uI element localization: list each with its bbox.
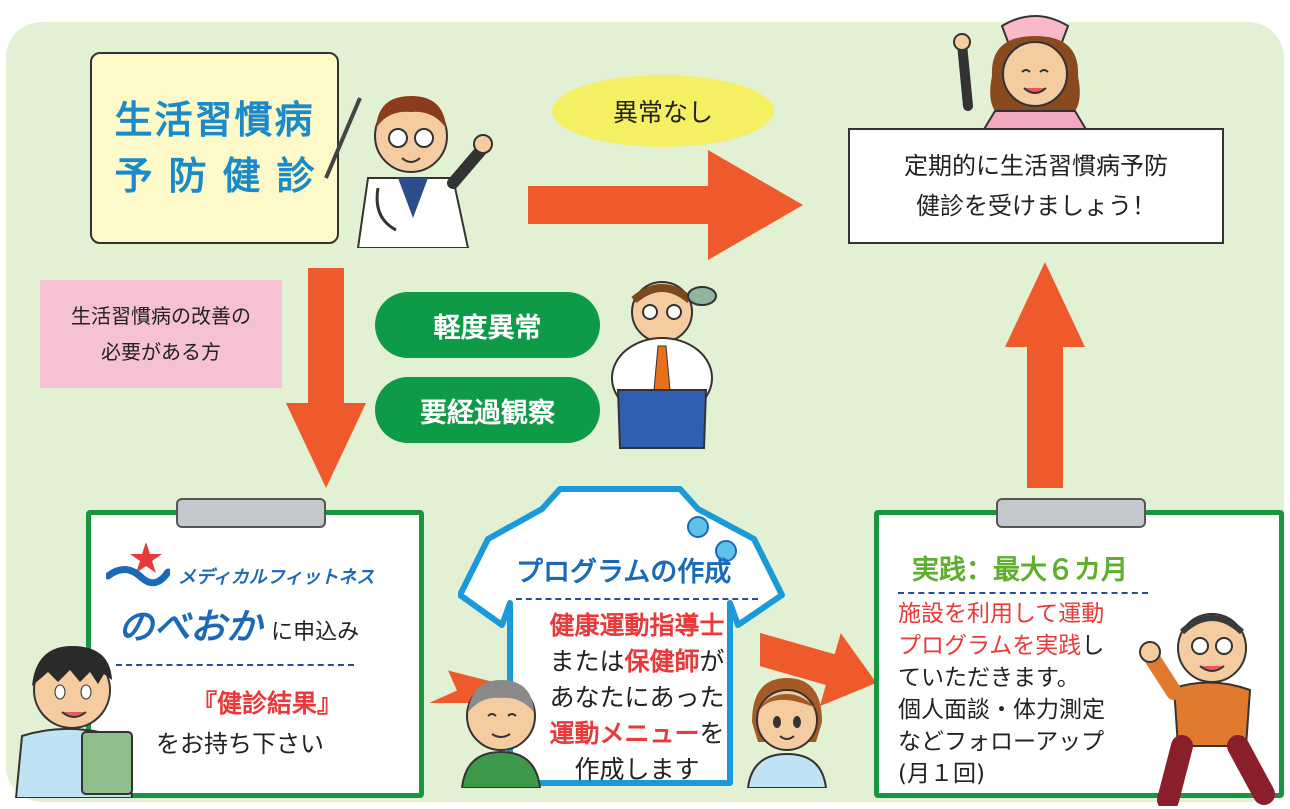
overweight-man-illustration xyxy=(611,281,717,449)
program-trainer: 健康運動指導士 xyxy=(549,611,725,640)
goal-line-1: 定期的に生活習慣病予防 xyxy=(904,152,1168,180)
arrow-up-to-goal xyxy=(1005,262,1085,488)
arrow-program-to-practice xyxy=(760,631,877,707)
young-woman-illustration xyxy=(746,678,828,788)
improvement-note-line-2: 必要がある方 xyxy=(101,340,221,364)
program-ga: が xyxy=(699,647,725,676)
title-line-1: 生活習慣病 xyxy=(114,98,315,142)
practice-red-1: 施設を利用して運動 xyxy=(898,601,1105,627)
program-title: プログラムの作成 xyxy=(516,557,732,588)
program-menu: 運動メニュー xyxy=(549,719,700,748)
arrow-right-to-goal xyxy=(528,150,803,260)
brand-logo-icon xyxy=(106,542,170,587)
program-text: 健康運動指導士 または保健師が あなたにあった 運動メニューを 作成します xyxy=(510,608,764,788)
goal-box: 定期的に生活習慣病予防 健診を受けましょう！ xyxy=(848,128,1224,244)
arrow-down-to-apply xyxy=(286,268,366,488)
goal-line-2: 健診を受けましょう！ xyxy=(916,192,1156,220)
elderly-man-illustration xyxy=(460,680,542,788)
apply-card-clip xyxy=(176,498,326,528)
apply-card-divider xyxy=(116,664,354,666)
title-line-2: 予防健診 xyxy=(114,154,331,198)
doctor-illustration xyxy=(324,96,493,248)
apply-suffix: に申込み xyxy=(271,620,360,645)
title-box: 生活習慣病 予防健診 xyxy=(90,52,339,244)
program-shirt-outline xyxy=(458,486,785,786)
practice-line-3: ていただきます。 xyxy=(898,665,1080,691)
program-line-3: あなたにあった xyxy=(549,683,725,712)
practice-title: 実践：最大６カ月 xyxy=(912,555,1128,586)
practice-line-4: 個人面談・体力測定 xyxy=(898,697,1105,723)
practice-text: 施設を利用して運動 プログラムを実践し ていただきます。 個人面談・体力測定 な… xyxy=(898,598,1105,790)
practice-line-5: などフォローアップ xyxy=(898,729,1105,755)
practice-red-2: プログラムを実践 xyxy=(898,633,1082,659)
practice-red-2-tail: し xyxy=(1081,633,1105,659)
follow-up-observation-label: 要経過観察 xyxy=(375,377,600,443)
program-nurse: 保健師 xyxy=(624,647,700,676)
program-line-5: 作成します xyxy=(574,755,700,784)
nurse-illustration xyxy=(953,15,1092,136)
program-wo: を xyxy=(699,719,725,748)
program-or: または xyxy=(549,647,625,676)
practice-line-6: (月１回) xyxy=(898,761,985,787)
bring-text: をお持ち下さい xyxy=(156,730,324,758)
apply-line: のべおか に申込み xyxy=(118,598,359,650)
mild-abnormality-label: 軽度異常 xyxy=(375,292,600,358)
practice-card-clip xyxy=(996,498,1146,528)
staff-illustration xyxy=(14,646,134,798)
program-divider xyxy=(516,598,758,600)
improvement-note-line-1: 生活習慣病の改善の xyxy=(71,304,251,328)
exercising-man-illustration xyxy=(1139,613,1275,806)
practice-divider xyxy=(898,592,1148,594)
no-abnormality-label: 異常なし xyxy=(552,75,774,147)
brand-name: のべおか xyxy=(118,607,263,648)
brand-subtitle: メディカルフィットネス xyxy=(178,567,375,588)
bring-item: 『健診結果』 xyxy=(192,689,343,718)
improvement-note: 生活習慣病の改善の 必要がある方 xyxy=(40,280,282,388)
